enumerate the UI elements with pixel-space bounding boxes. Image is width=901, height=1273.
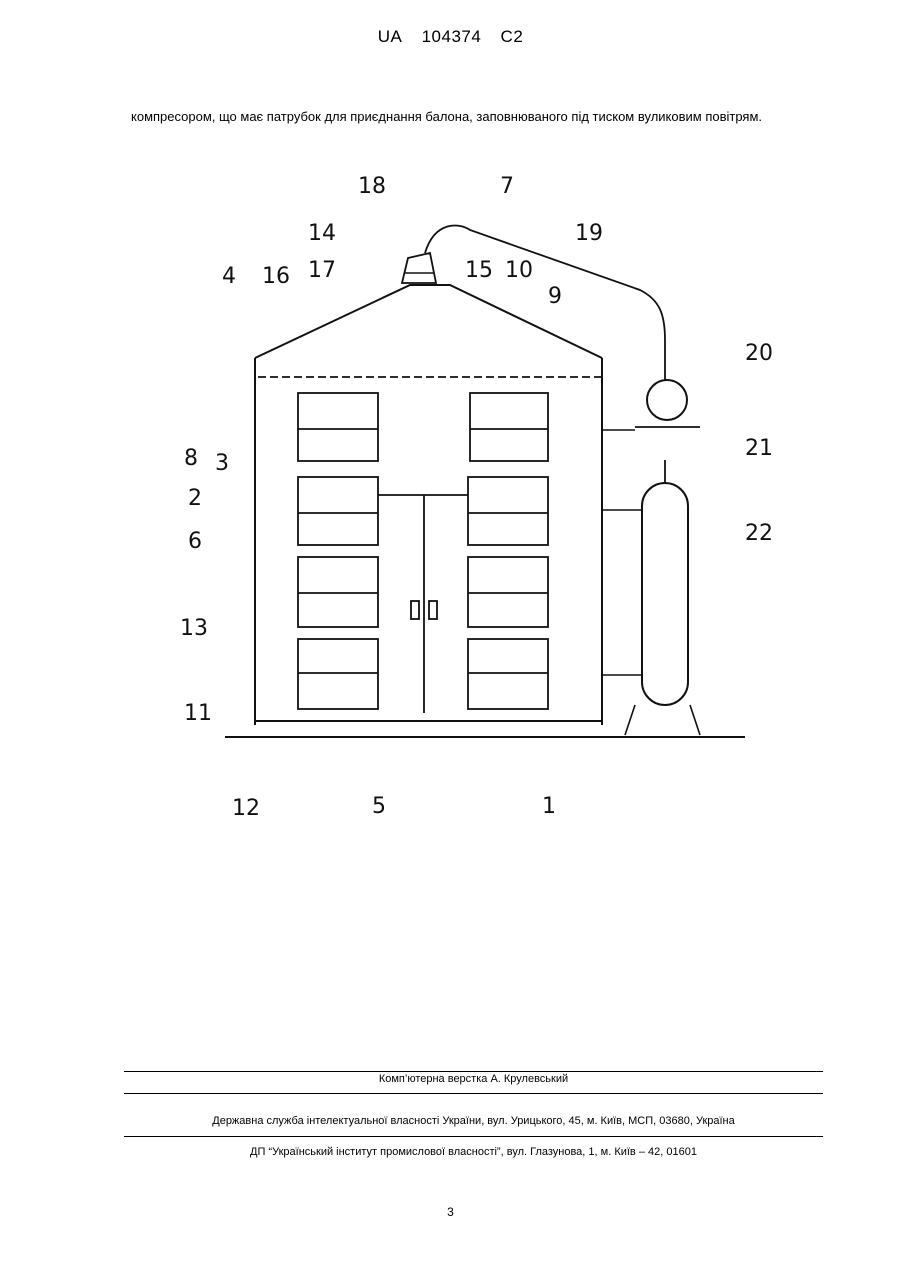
- label-6: 6: [188, 529, 202, 554]
- label-19: 19: [575, 221, 603, 246]
- cylinder-leg-right: [690, 705, 700, 735]
- page-number: 3: [0, 1205, 901, 1219]
- cylinder-leg-left: [625, 705, 635, 735]
- right-hives: [468, 393, 548, 709]
- label-10: 10: [505, 258, 533, 283]
- door: [378, 495, 468, 713]
- figure-labels: 18 7 14 19 17 15 10 4 16 9 20 8 3 21 2 2…: [180, 174, 773, 821]
- label-12: 12: [232, 796, 260, 821]
- label-21: 21: [745, 436, 773, 461]
- patent-kind: C2: [501, 27, 524, 46]
- footer-rule-2: [124, 1093, 823, 1094]
- label-1: 1: [542, 794, 556, 819]
- label-15: 15: [465, 258, 493, 283]
- patent-figure: 18 7 14 19 17 15 10 4 16 9 20 8 3 21 2 2…: [170, 165, 790, 835]
- label-20: 20: [745, 341, 773, 366]
- footer-rule-1: [124, 1071, 823, 1072]
- label-14: 14: [308, 221, 336, 246]
- label-11: 11: [184, 701, 212, 726]
- label-3: 3: [215, 451, 229, 476]
- label-2: 2: [188, 486, 202, 511]
- label-13: 13: [180, 616, 208, 641]
- footer-layout-credit: Комп’ютерна верстка А. Крулевський: [124, 1073, 823, 1085]
- label-9: 9: [548, 284, 562, 309]
- label-8: 8: [184, 446, 198, 471]
- country-code: UA: [378, 27, 403, 46]
- label-7: 7: [500, 174, 514, 199]
- label-22: 22: [745, 521, 773, 546]
- footer-service: Державна служба інтелектуальної власност…: [124, 1115, 823, 1127]
- footer-rule-3: [124, 1136, 823, 1137]
- top-unit: [402, 253, 436, 283]
- patent-number: 104374: [422, 27, 482, 46]
- label-16: 16: [262, 264, 290, 289]
- label-5: 5: [372, 794, 386, 819]
- left-hives: [298, 393, 378, 709]
- body-paragraph: компресором, що має патрубок для приєдна…: [131, 107, 813, 126]
- label-18: 18: [358, 174, 386, 199]
- compressor: [647, 380, 687, 420]
- gas-cylinder: [642, 483, 688, 705]
- label-4: 4: [222, 264, 236, 289]
- label-17: 17: [308, 258, 336, 283]
- footer-institute: ДП “Український інститут промислової вла…: [124, 1146, 823, 1158]
- apparatus-drawing: 18 7 14 19 17 15 10 4 16 9 20 8 3 21 2 2…: [170, 165, 790, 835]
- patent-header: UA 104374 C2: [0, 27, 901, 47]
- pipe-19: [425, 225, 665, 380]
